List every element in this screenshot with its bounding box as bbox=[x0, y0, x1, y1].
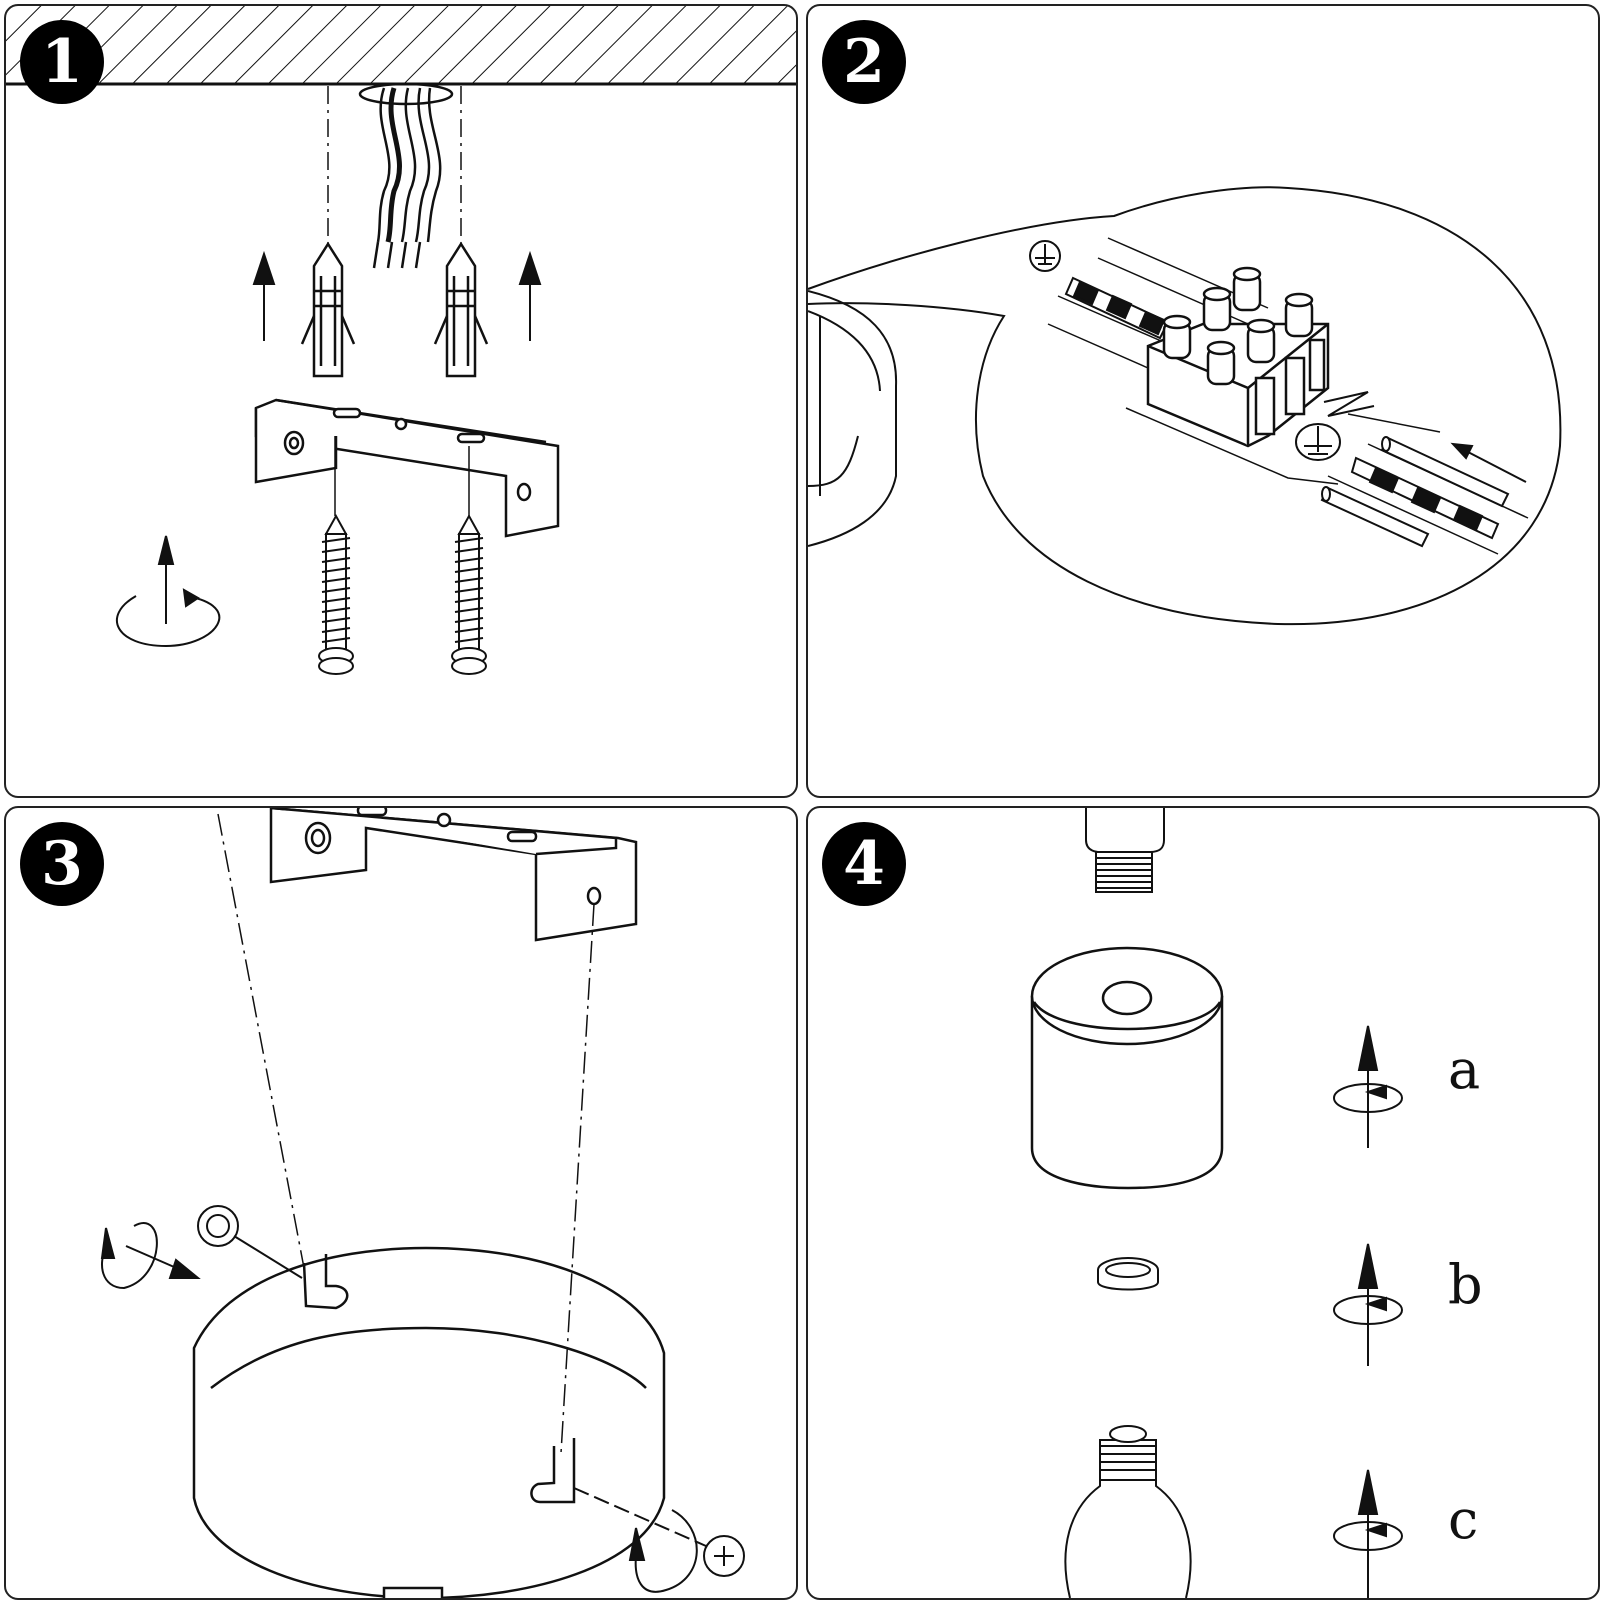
step-3-badge: 3 bbox=[20, 822, 104, 906]
sub-step-label-b: b bbox=[1448, 1253, 1483, 1316]
rotate-up-icon-c bbox=[1333, 1469, 1403, 1598]
neutral-letter-icon bbox=[1323, 391, 1375, 417]
rotate-arrow-icon bbox=[628, 1509, 698, 1593]
earth-wire-bottom bbox=[1350, 456, 1500, 540]
step-4-illustration bbox=[1030, 808, 1403, 1598]
screw-right bbox=[451, 513, 487, 675]
sub-step-label-c: c bbox=[1448, 1488, 1479, 1551]
incoming-wires bbox=[1320, 436, 1510, 548]
canopy bbox=[192, 1246, 666, 1598]
light-bulb bbox=[1064, 1425, 1192, 1598]
alignment-guides-lower bbox=[334, 436, 470, 516]
ceiling bbox=[6, 6, 796, 86]
wall-plug-left bbox=[300, 241, 356, 378]
terminal-block bbox=[1146, 266, 1330, 448]
step-2-badge: 2 bbox=[822, 20, 906, 104]
mounting-bracket bbox=[269, 808, 638, 942]
step-4-badge: 4 bbox=[822, 822, 906, 906]
alignment-guides bbox=[327, 86, 462, 251]
rotate-up-icon-a bbox=[1333, 1025, 1403, 1148]
step-1-badge: 1 bbox=[20, 20, 104, 104]
step-1-panel: 1 bbox=[4, 4, 798, 798]
step-4-panel: 4 bbox=[806, 806, 1600, 1600]
rotate-arrow-icon bbox=[116, 535, 221, 648]
terminal-screws bbox=[1162, 266, 1314, 386]
ground-symbol-icon bbox=[1029, 240, 1061, 272]
step-1-illustration bbox=[6, 6, 796, 675]
magnified-detail bbox=[808, 186, 1562, 626]
fixing-ring bbox=[1097, 1257, 1159, 1291]
sub-step-label-a: a bbox=[1448, 1038, 1481, 1101]
step-3-panel: 3 bbox=[4, 806, 798, 1600]
arrow-icon bbox=[1450, 442, 1527, 483]
lamp-socket bbox=[1085, 808, 1165, 893]
rotate-arrow-icon bbox=[100, 1222, 201, 1290]
step-2-panel: 2 bbox=[806, 4, 1600, 798]
canopy-edge bbox=[808, 290, 898, 547]
step-2-illustration bbox=[808, 186, 1562, 626]
alignment-guides bbox=[217, 813, 595, 1454]
screw-left bbox=[197, 1205, 303, 1279]
wall-plug-right bbox=[433, 241, 489, 378]
cylinder-shade bbox=[1030, 946, 1224, 1190]
screw-left bbox=[318, 513, 354, 675]
mains-wires bbox=[358, 82, 454, 269]
arrow-up-icon bbox=[252, 250, 542, 341]
step-3-illustration bbox=[100, 808, 745, 1598]
mounting-bracket bbox=[254, 398, 560, 538]
ground-symbol-icon bbox=[1295, 423, 1341, 461]
earth-wire-top bbox=[1064, 276, 1170, 340]
screw-right bbox=[573, 1487, 745, 1577]
rotate-up-icon-b bbox=[1333, 1243, 1403, 1366]
